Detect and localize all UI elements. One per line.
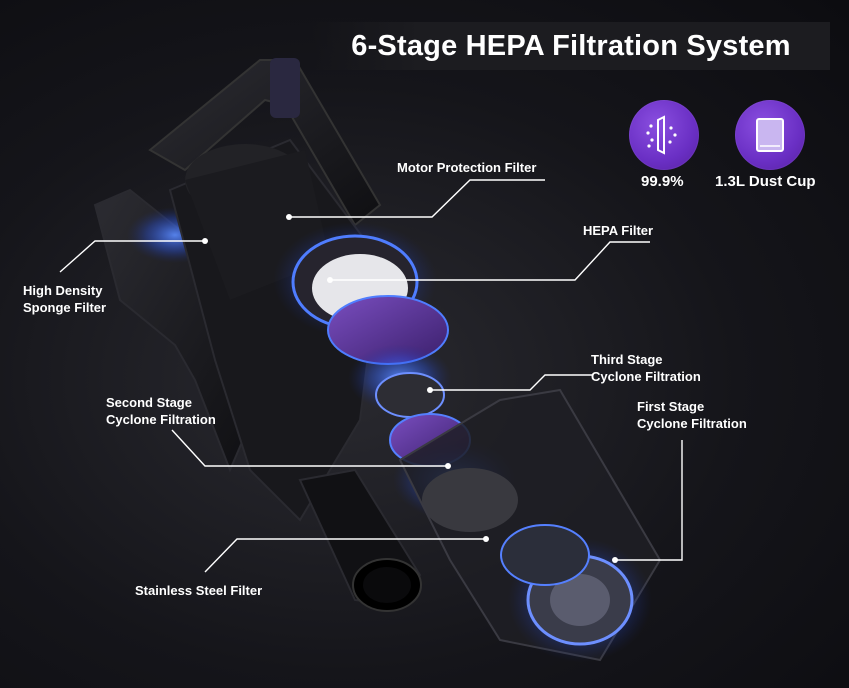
- callout-second-line-1: Second Stage: [106, 395, 192, 410]
- page-title: 6-Stage HEPA Filtration System: [351, 29, 791, 62]
- leader-second-stage: [171, 429, 448, 467]
- callout-third-line-1: Third Stage: [591, 352, 663, 367]
- callout-hepa-filter: HEPA Filter: [583, 223, 654, 238]
- dust-cup-label: 1.3L Dust Cup: [715, 173, 816, 190]
- callout-third-line-2: Cyclone Filtration: [591, 369, 701, 384]
- leader-third-stage: [430, 374, 593, 391]
- dust-cup-badge: [735, 100, 805, 170]
- callout-first-stage: First Stage Cyclone Filtration: [637, 398, 747, 432]
- callout-third-stage: Third Stage Cyclone Filtration: [591, 351, 701, 385]
- callout-motor-filter: Motor Protection Filter: [397, 160, 537, 175]
- leader-steel-filter: [204, 538, 486, 573]
- title-banner: 6-Stage HEPA Filtration System: [312, 22, 830, 70]
- callout-steel-filter: Stainless Steel Filter: [135, 583, 263, 598]
- leader-motor-filter: [289, 179, 545, 218]
- callout-sponge-line-2: Sponge Filter: [23, 300, 107, 315]
- callout-first-line-2: Cyclone Filtration: [637, 416, 747, 431]
- callout-first-line-1: First Stage: [637, 399, 705, 414]
- leader-sponge-filter: [59, 240, 205, 273]
- filtration-rate-label: 99.9%: [641, 173, 684, 190]
- leader-first-stage: [615, 440, 683, 561]
- filtration-badge: [629, 100, 699, 170]
- filtration-icon: [646, 115, 677, 155]
- dust-cup-icon: [756, 118, 784, 152]
- callout-sponge-filter: High Density Sponge Filter: [23, 282, 106, 316]
- callout-second-line-2: Cyclone Filtration: [106, 412, 216, 427]
- callout-second-stage: Second Stage Cyclone Filtration: [106, 394, 216, 428]
- callout-sponge-line-1: High Density: [23, 283, 103, 298]
- leader-hepa-filter: [330, 241, 650, 281]
